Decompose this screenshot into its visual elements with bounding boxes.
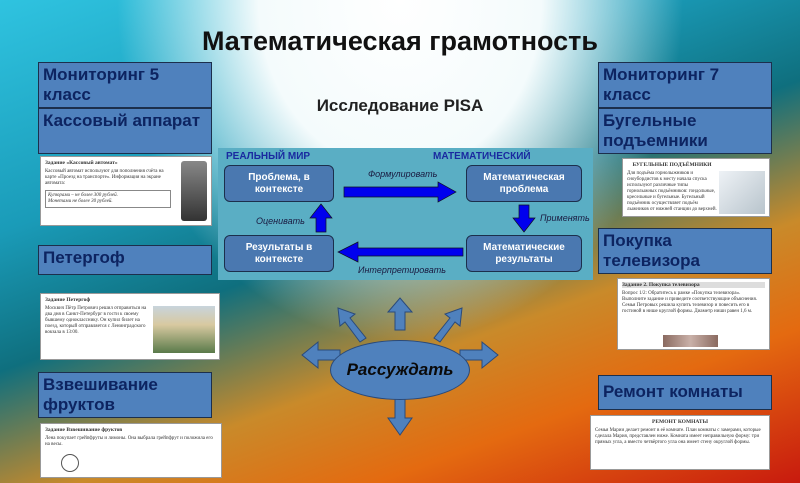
task-label-fruits: Взвешивание фруктов <box>38 372 212 418</box>
task-label-tv: Покупка телевизора <box>598 228 772 274</box>
monitoring-5-label: Мониторинг 5 класс <box>38 62 212 108</box>
card-text: Вопрос 1/2: Обратитесь к рамке «Покупка … <box>622 291 757 314</box>
node-results-in-context: Результаты в контексте <box>224 235 334 272</box>
arrow-upleft-icon <box>337 307 367 343</box>
arrow-right-icon <box>343 181 457 203</box>
arrow-left-icon <box>337 241 464 263</box>
card-text: Для подъёма горнолыжников и сноубордисто… <box>627 171 717 212</box>
task-label-room: Ремонт комнаты <box>598 375 772 410</box>
ski-lift-image <box>719 171 765 214</box>
card-title: Задание Петергоф <box>45 297 91 303</box>
task-label-lifts: Бугельные подъемники <box>598 108 772 154</box>
pisa-cycle-diagram: РЕАЛЬНЫЙ МИР МАТЕМАТИЧЕСКИЙ Проблема, в … <box>218 148 593 280</box>
task-card-tv[interactable]: Задание 2. Покупка телевизора Вопрос 1/2… <box>617 278 770 350</box>
verb-evaluate: Оценивать <box>256 216 305 226</box>
math-world-heading: МАТЕМАТИЧЕСКИЙ <box>433 151 531 162</box>
card-title: Задание 2. Покупка телевизора <box>622 282 765 288</box>
grapefruit-drawing <box>61 454 79 472</box>
card-list-item: Монетами не более 30 рублей. <box>48 199 113 204</box>
arrow-up-icon <box>386 297 414 331</box>
verb-formulate: Формулировать <box>368 169 438 179</box>
card-title: Задание Взвешивание фруктов <box>45 427 123 433</box>
cycle-arrows <box>309 181 536 263</box>
card-text: Москвич Пётр Петрович решил отправиться … <box>45 306 147 335</box>
slide-title: Математическая грамотность <box>201 26 598 56</box>
task-card-lifts[interactable]: БУГЕЛЬНЫЕ ПОДЪЁМНИКИ Для подъёма горнолы… <box>622 158 770 217</box>
arrow-up-icon <box>309 203 333 233</box>
card-title: РЕМОНТ КОМНАТЫ <box>652 419 708 425</box>
tv-niche-image <box>663 335 718 347</box>
node-math-problem: Математическая проблема <box>466 165 582 202</box>
node-problem-in-context: Проблема, в контексте <box>224 165 334 202</box>
peterhof-image <box>153 306 215 353</box>
task-card-cash[interactable]: Задание «Кассовый автомат» Кассовый авто… <box>40 156 212 226</box>
real-world-heading: РЕАЛЬНЫЙ МИР <box>226 151 311 162</box>
verb-interpret: Интерпретировать <box>358 265 447 275</box>
card-title: БУГЕЛЬНЫЕ ПОДЪЁМНИКИ <box>632 162 712 168</box>
atm-image <box>181 161 207 221</box>
verb-apply: Применять <box>540 213 590 223</box>
task-card-peterhof[interactable]: Задание Петергоф Москвич Пётр Петрович р… <box>40 293 220 360</box>
arrow-down-icon <box>512 204 536 233</box>
reason-hub: Рассуждать <box>330 340 470 400</box>
card-text: Кассовый автомат используют для пополнен… <box>45 169 164 186</box>
task-label-cash: Кассовый аппарат <box>38 108 212 154</box>
card-list-item: Купюрами – не более 300 рублей. <box>48 193 118 198</box>
task-label-peterhof: Петергоф <box>38 245 212 275</box>
reasoning-arrows <box>301 297 499 436</box>
arrow-upright-icon <box>433 307 463 343</box>
slide-subtitle: Исследование PISA <box>316 96 484 115</box>
card-text: Семья Марии делает ремонт в её комнате. … <box>595 428 761 445</box>
card-title: Задание «Кассовый автомат» <box>45 160 118 166</box>
monitoring-7-label: Мониторинг 7 класс <box>598 62 772 108</box>
task-card-room[interactable]: РЕМОНТ КОМНАТЫ Семья Марии делает ремонт… <box>590 415 770 470</box>
node-math-results: Математические результаты <box>466 235 582 272</box>
card-text: Лена покупает грейпфруты и лимоны. Она в… <box>45 436 213 447</box>
task-card-fruits[interactable]: Задание Взвешивание фруктов Лена покупае… <box>40 423 222 478</box>
